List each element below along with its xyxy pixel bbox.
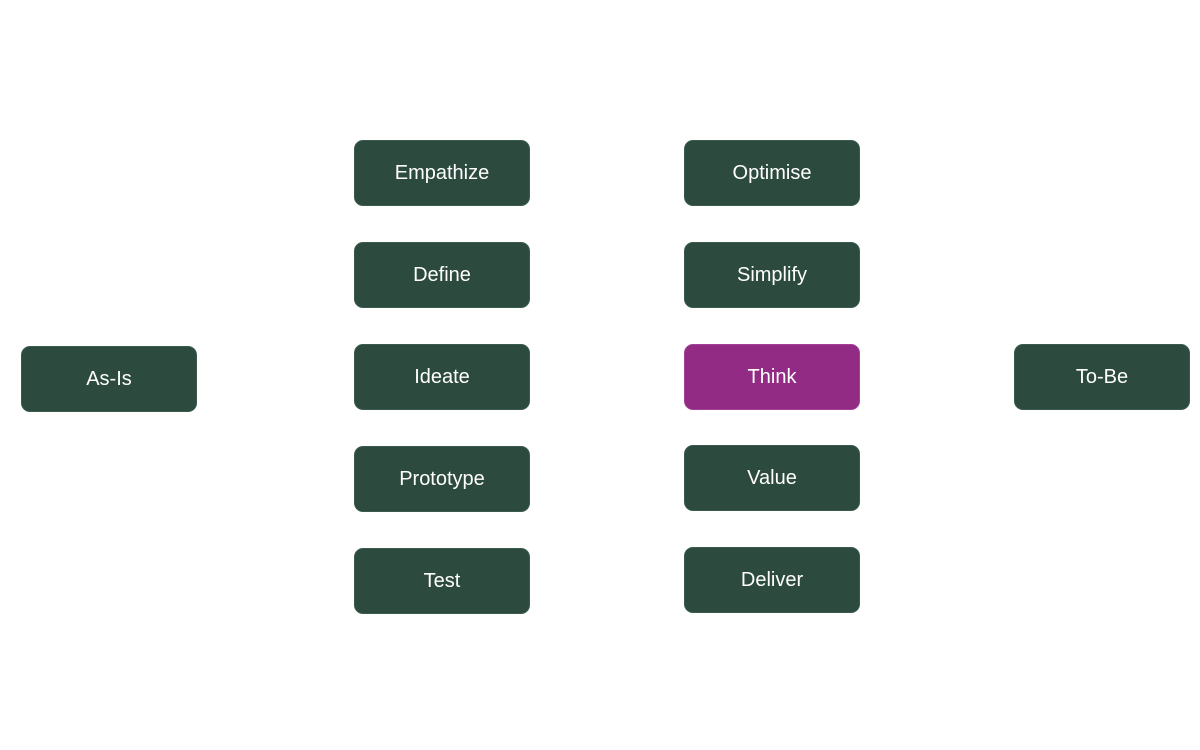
node-label: Value bbox=[747, 466, 797, 489]
node-deliver[interactable]: Deliver bbox=[684, 547, 860, 613]
node-ideate[interactable]: Ideate bbox=[354, 344, 530, 410]
node-label: Think bbox=[747, 365, 797, 388]
node-think[interactable]: Think bbox=[684, 344, 860, 410]
node-label: As-Is bbox=[86, 367, 132, 390]
node-label: Prototype bbox=[399, 467, 485, 490]
node-label: Deliver bbox=[740, 568, 804, 591]
node-label: Define bbox=[413, 263, 471, 286]
node-label: Test bbox=[423, 569, 461, 592]
node-label: Optimise bbox=[732, 161, 812, 184]
node-test[interactable]: Test bbox=[354, 548, 530, 614]
node-label: To-Be bbox=[1075, 365, 1129, 388]
node-label: Simplify bbox=[736, 263, 807, 286]
node-value[interactable]: Value bbox=[684, 445, 860, 511]
node-prototype[interactable]: Prototype bbox=[354, 446, 530, 512]
node-empathize[interactable]: Empathize bbox=[354, 140, 530, 206]
node-optimise[interactable]: Optimise bbox=[684, 140, 860, 206]
node-as-is[interactable]: As-Is bbox=[21, 346, 197, 412]
node-to-be[interactable]: To-Be bbox=[1014, 344, 1190, 410]
node-simplify[interactable]: Simplify bbox=[684, 242, 860, 308]
node-label: Empathize bbox=[394, 161, 490, 184]
node-define[interactable]: Define bbox=[354, 242, 530, 308]
node-label: Ideate bbox=[414, 365, 470, 388]
